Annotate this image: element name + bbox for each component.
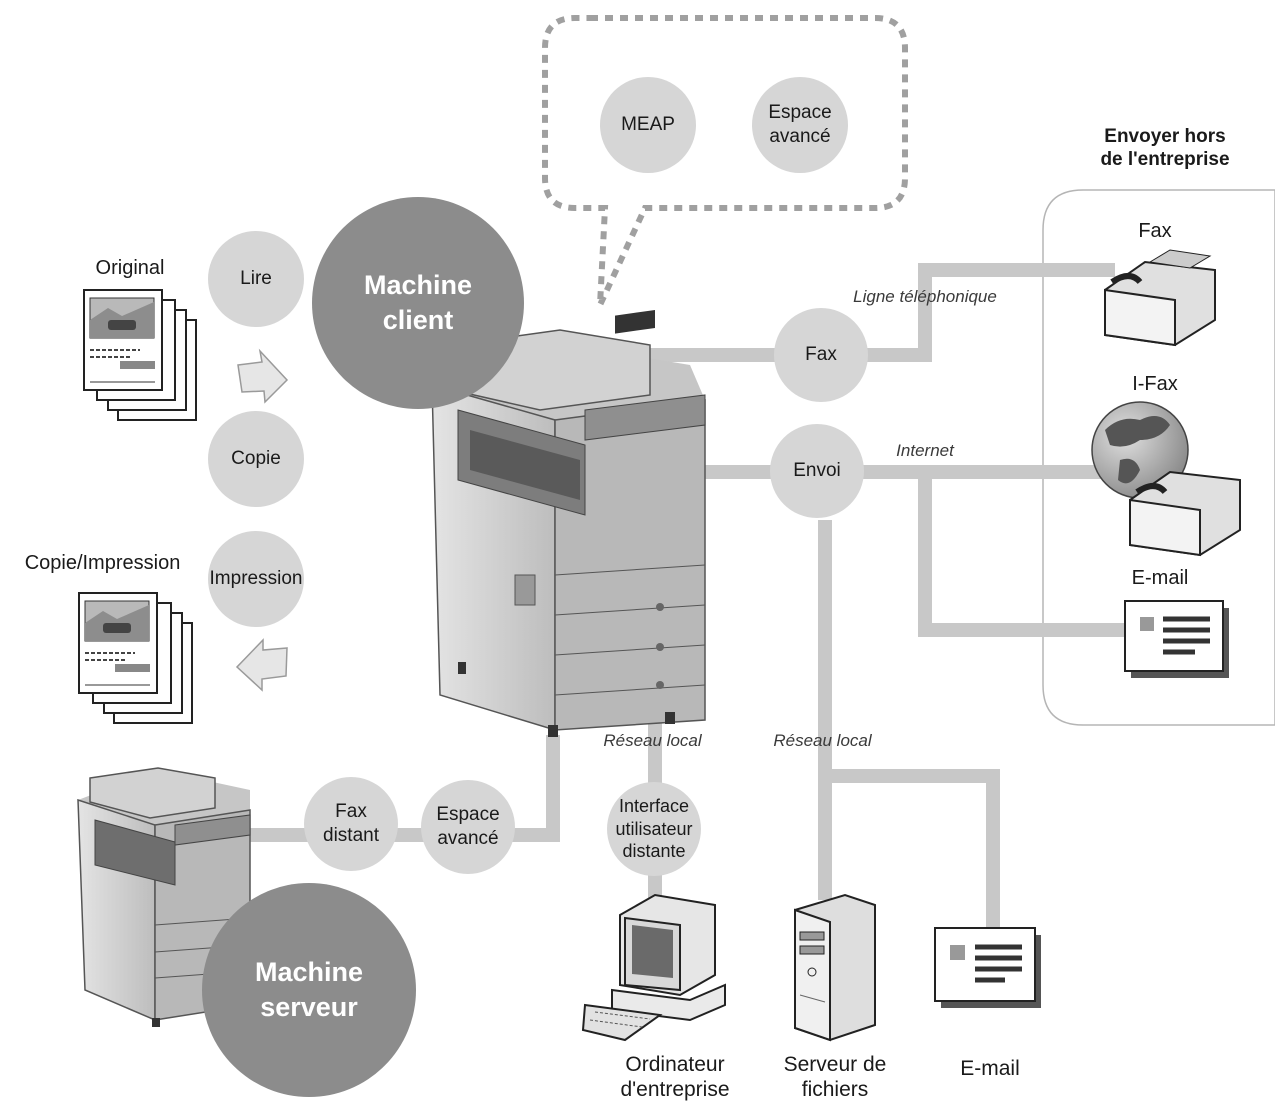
computer-label: Ordinateur d'entreprise — [620, 1053, 730, 1102]
outside-email-label: E-mail — [1131, 567, 1189, 589]
file-server-graphic — [794, 893, 876, 1042]
send-circle: Envoi — [770, 424, 864, 518]
arrow-left-icon — [235, 638, 288, 692]
outside-email-graphic — [1124, 600, 1229, 678]
advanced-space-circle: Espace avancé — [421, 780, 515, 874]
read-circle: Lire — [208, 231, 304, 327]
copy-circle: Copie — [208, 411, 304, 507]
remote-fax-circle: Fax distant — [304, 777, 398, 871]
computer-graphic — [581, 893, 726, 1042]
lan-line-email — [825, 769, 1000, 930]
advanced-space-bubble-circle: Espace avancé — [752, 77, 848, 173]
internet-label: Internet — [896, 441, 954, 460]
original-label: Original — [95, 257, 165, 279]
meap-circle: MEAP — [600, 77, 696, 173]
email-branch-line — [918, 472, 1125, 637]
local-email-label: E-mail — [960, 1057, 1020, 1080]
outside-fax-label: Fax — [1138, 220, 1172, 242]
fax-circle: Fax — [774, 308, 868, 402]
local-email-graphic — [934, 927, 1041, 1008]
speech-bubble — [542, 15, 908, 307]
server-machine-circle: Machine serveur — [202, 883, 416, 1097]
phone-line-label: Ligne téléphonique — [853, 287, 997, 306]
globe-ifax-graphic — [1091, 401, 1241, 651]
arrow-right-icon — [237, 348, 289, 404]
client-machine-graphic — [431, 309, 706, 737]
outside-ifax-label: I-Fax — [1132, 373, 1178, 395]
remote-ui-circle: Interface utilisateur distante — [607, 782, 701, 876]
lan-label-1: Réseau local — [603, 731, 702, 750]
copy-print-label: Copie/Impression — [24, 552, 181, 574]
outside-fax-graphic — [1104, 249, 1216, 438]
print-circle: Impression — [208, 531, 304, 627]
outside-company-header: Envoyer hors de l'entreprise — [1100, 126, 1230, 170]
copy-print-document-stack-graphic — [78, 592, 193, 724]
lan-label-2: Réseau local — [773, 731, 872, 750]
client-machine-circle: Machine client — [312, 197, 524, 409]
original-document-stack-graphic — [83, 289, 197, 421]
file-server-label: Serveur de fichiers — [783, 1053, 887, 1102]
